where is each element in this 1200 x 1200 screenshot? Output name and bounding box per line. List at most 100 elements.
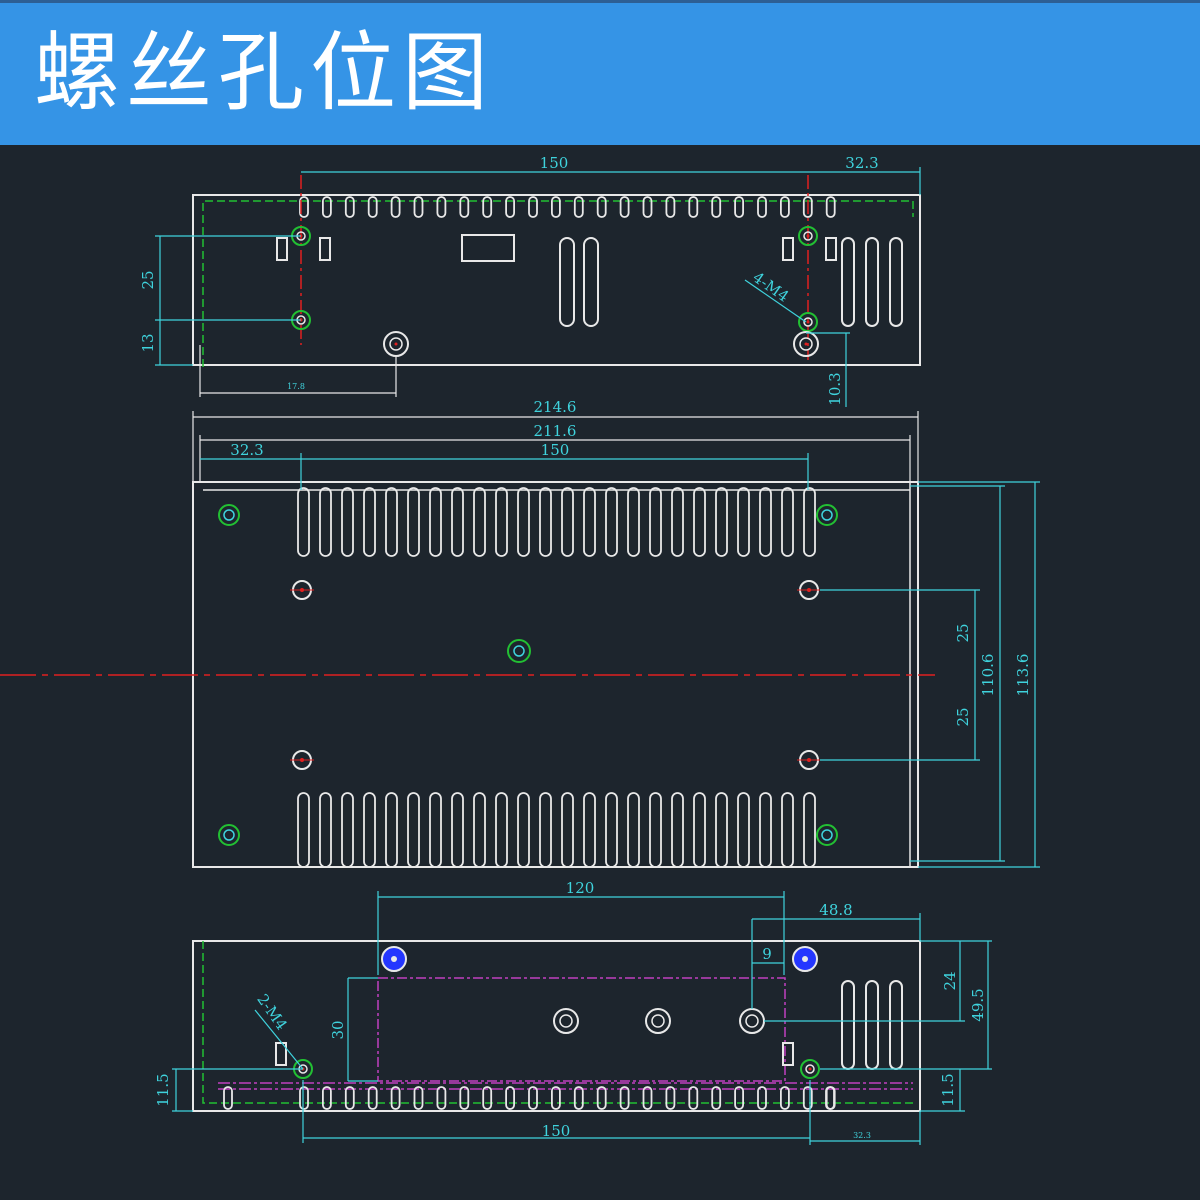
fin	[319, 487, 332, 557]
fin	[297, 487, 310, 557]
fin	[517, 792, 530, 868]
fin	[413, 196, 424, 218]
screw-hole	[739, 1008, 765, 1034]
page-title: 螺丝孔位图	[34, 23, 494, 123]
dimension-label: 10.3	[826, 372, 844, 405]
screw-hole	[290, 580, 314, 600]
dimension-label: 120	[566, 879, 595, 897]
fin	[573, 196, 584, 218]
bottom-view-green-outline	[202, 941, 913, 1104]
fin	[407, 792, 420, 868]
fin	[341, 487, 354, 557]
top-view-small-rect	[782, 237, 794, 261]
fin	[407, 487, 420, 557]
fin	[671, 792, 684, 868]
dimension-label: 150	[540, 154, 569, 172]
fin	[757, 196, 767, 218]
fin	[299, 196, 309, 218]
top-view-slot	[559, 237, 575, 327]
fin	[734, 196, 744, 218]
fin	[671, 487, 684, 557]
fin	[385, 487, 398, 557]
screw-hole	[793, 331, 819, 357]
fin	[627, 487, 640, 557]
screw-hole	[290, 750, 314, 770]
fin	[780, 1086, 790, 1110]
screw-hole	[645, 1008, 671, 1034]
top-view-outline	[192, 194, 921, 366]
fin	[539, 792, 552, 868]
top-view-small-rect	[276, 237, 288, 261]
fin	[619, 1086, 630, 1110]
dimension-label: 11.5	[154, 1073, 172, 1106]
screw-hole	[816, 504, 838, 526]
fin	[299, 1086, 309, 1110]
fin	[715, 487, 728, 557]
fin	[429, 792, 442, 868]
technical-drawing: 150 32.3 25 13 10.3 17.8 4-M4	[0, 145, 1200, 1200]
top-view-green-outline	[202, 200, 914, 367]
fin	[363, 487, 376, 557]
screw-hole	[797, 750, 821, 770]
fin	[473, 487, 486, 557]
fin	[436, 196, 447, 218]
fin	[367, 1086, 378, 1110]
bottom-view-slot	[865, 980, 879, 1070]
fin	[390, 1086, 401, 1110]
fin	[711, 1086, 722, 1110]
thread-note: 4-M4	[750, 268, 793, 305]
fin	[429, 487, 442, 557]
fin	[803, 487, 816, 557]
fin	[344, 1086, 355, 1110]
dimension-label: 24	[941, 971, 959, 990]
bottom-view-slot	[889, 980, 903, 1070]
screw-hole	[218, 824, 240, 846]
title-banner: 螺丝孔位图	[0, 0, 1200, 145]
dimension-label: 150	[541, 441, 570, 459]
fin	[757, 1086, 767, 1110]
dimension-label: 113.6	[1014, 654, 1032, 697]
fin	[390, 196, 401, 218]
dimension-label: 9	[762, 945, 772, 963]
fin	[693, 487, 706, 557]
fin	[223, 1086, 233, 1110]
fin	[688, 196, 699, 218]
screw-hole	[553, 1008, 579, 1034]
fin	[482, 196, 493, 218]
fin	[459, 196, 470, 218]
dimension-label: 25	[139, 270, 157, 289]
fin	[803, 792, 816, 868]
component-outline	[377, 977, 786, 1082]
fin	[573, 1086, 584, 1110]
top-view-small-rect	[825, 237, 837, 261]
fin	[642, 196, 653, 218]
fin	[528, 196, 538, 218]
fin	[505, 1086, 516, 1110]
top-view: 150 32.3 25 13 10.3 17.8 4-M4	[139, 154, 921, 407]
fin	[551, 1086, 561, 1110]
dimension-label: 211.6	[534, 422, 577, 440]
screw-hole	[798, 312, 818, 332]
fin	[688, 1086, 699, 1110]
fin	[825, 196, 836, 218]
fin	[363, 792, 376, 868]
fin	[759, 792, 772, 868]
dimension-label: 13	[139, 333, 157, 352]
dimension-label: 214.6	[534, 398, 577, 416]
dimension-label: 49.5	[969, 988, 987, 1021]
fin	[459, 1086, 470, 1110]
fin	[802, 1086, 813, 1110]
fin	[759, 487, 772, 557]
fin	[737, 792, 750, 868]
screw-hole	[797, 580, 821, 600]
screw-hole	[798, 226, 818, 246]
fin	[583, 487, 596, 557]
fin	[551, 196, 561, 218]
dimension-label: 48.8	[819, 901, 852, 919]
fin	[596, 196, 607, 218]
screw-hole	[816, 824, 838, 846]
fin	[780, 196, 790, 218]
thread-note: 2-M4	[253, 991, 290, 1034]
bottom-view-outline	[192, 940, 921, 1112]
top-view-slot	[865, 237, 879, 327]
